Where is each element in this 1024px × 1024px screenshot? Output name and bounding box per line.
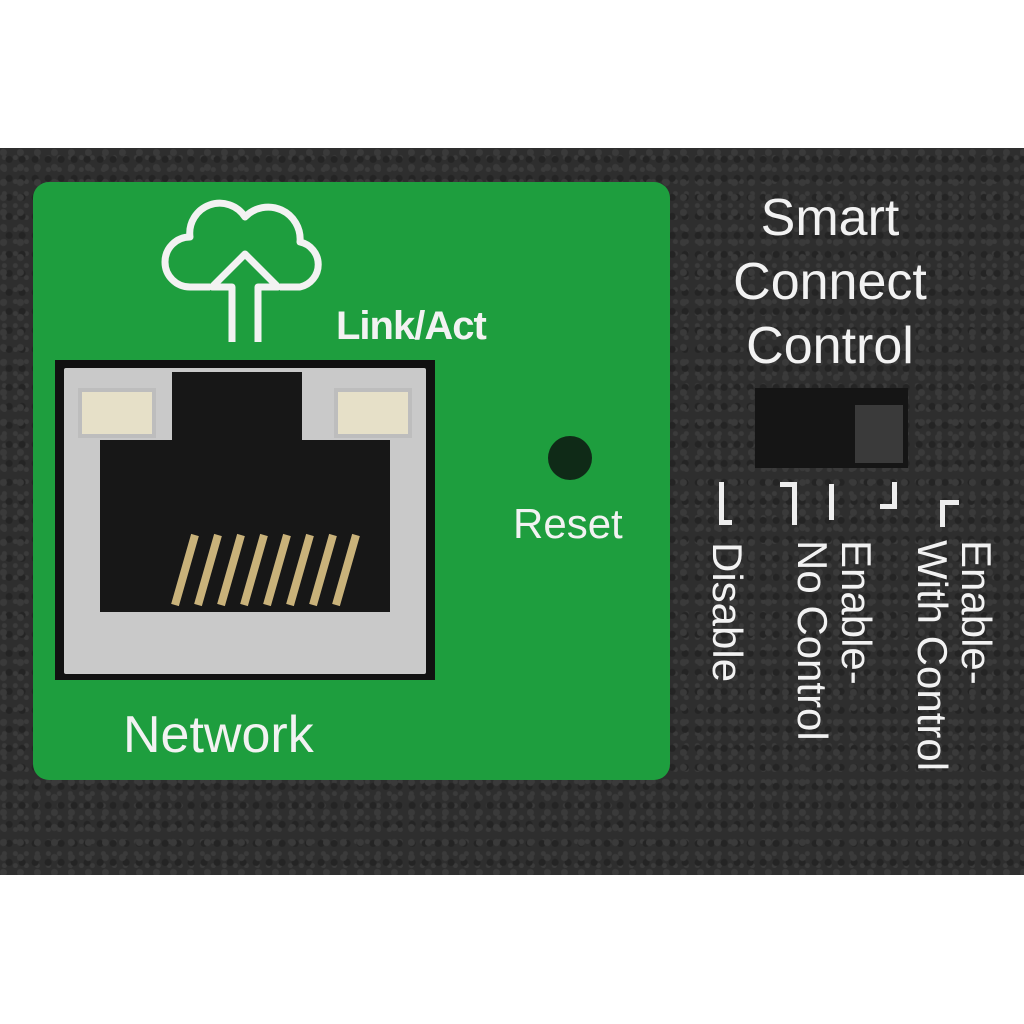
link-act-label: Link/Act <box>336 304 487 348</box>
activity-led <box>334 388 412 438</box>
disable-bracket <box>780 482 797 525</box>
reset-label: Reset <box>513 500 623 547</box>
with-control-bracket <box>940 500 959 527</box>
with-control-bracket <box>880 482 897 509</box>
option-line: No Control <box>789 540 836 741</box>
link-led <box>78 388 156 438</box>
port-latch-slot <box>172 372 302 452</box>
port-pins <box>171 533 360 607</box>
disable-bracket <box>719 482 732 525</box>
cloud-upload-icon <box>161 199 322 342</box>
title-line: Smart <box>760 189 900 247</box>
no-control-marker <box>829 484 834 520</box>
network-label: Network <box>123 706 314 764</box>
switch-knob[interactable] <box>855 405 903 463</box>
smart-connect-title: Smart Connect Control <box>700 186 960 378</box>
title-line: Control <box>746 317 914 375</box>
option-enable-no-control: Enable-No Control <box>789 540 880 741</box>
reset-button[interactable] <box>548 436 592 480</box>
option-line: Enable- <box>833 540 880 685</box>
title-line: Connect <box>733 253 927 311</box>
option-line: With Control <box>909 540 956 772</box>
option-enable-with-control: Enable-With Control <box>909 540 1000 772</box>
option-line: Enable- <box>953 540 1000 685</box>
option-disable: Disable <box>704 542 751 683</box>
